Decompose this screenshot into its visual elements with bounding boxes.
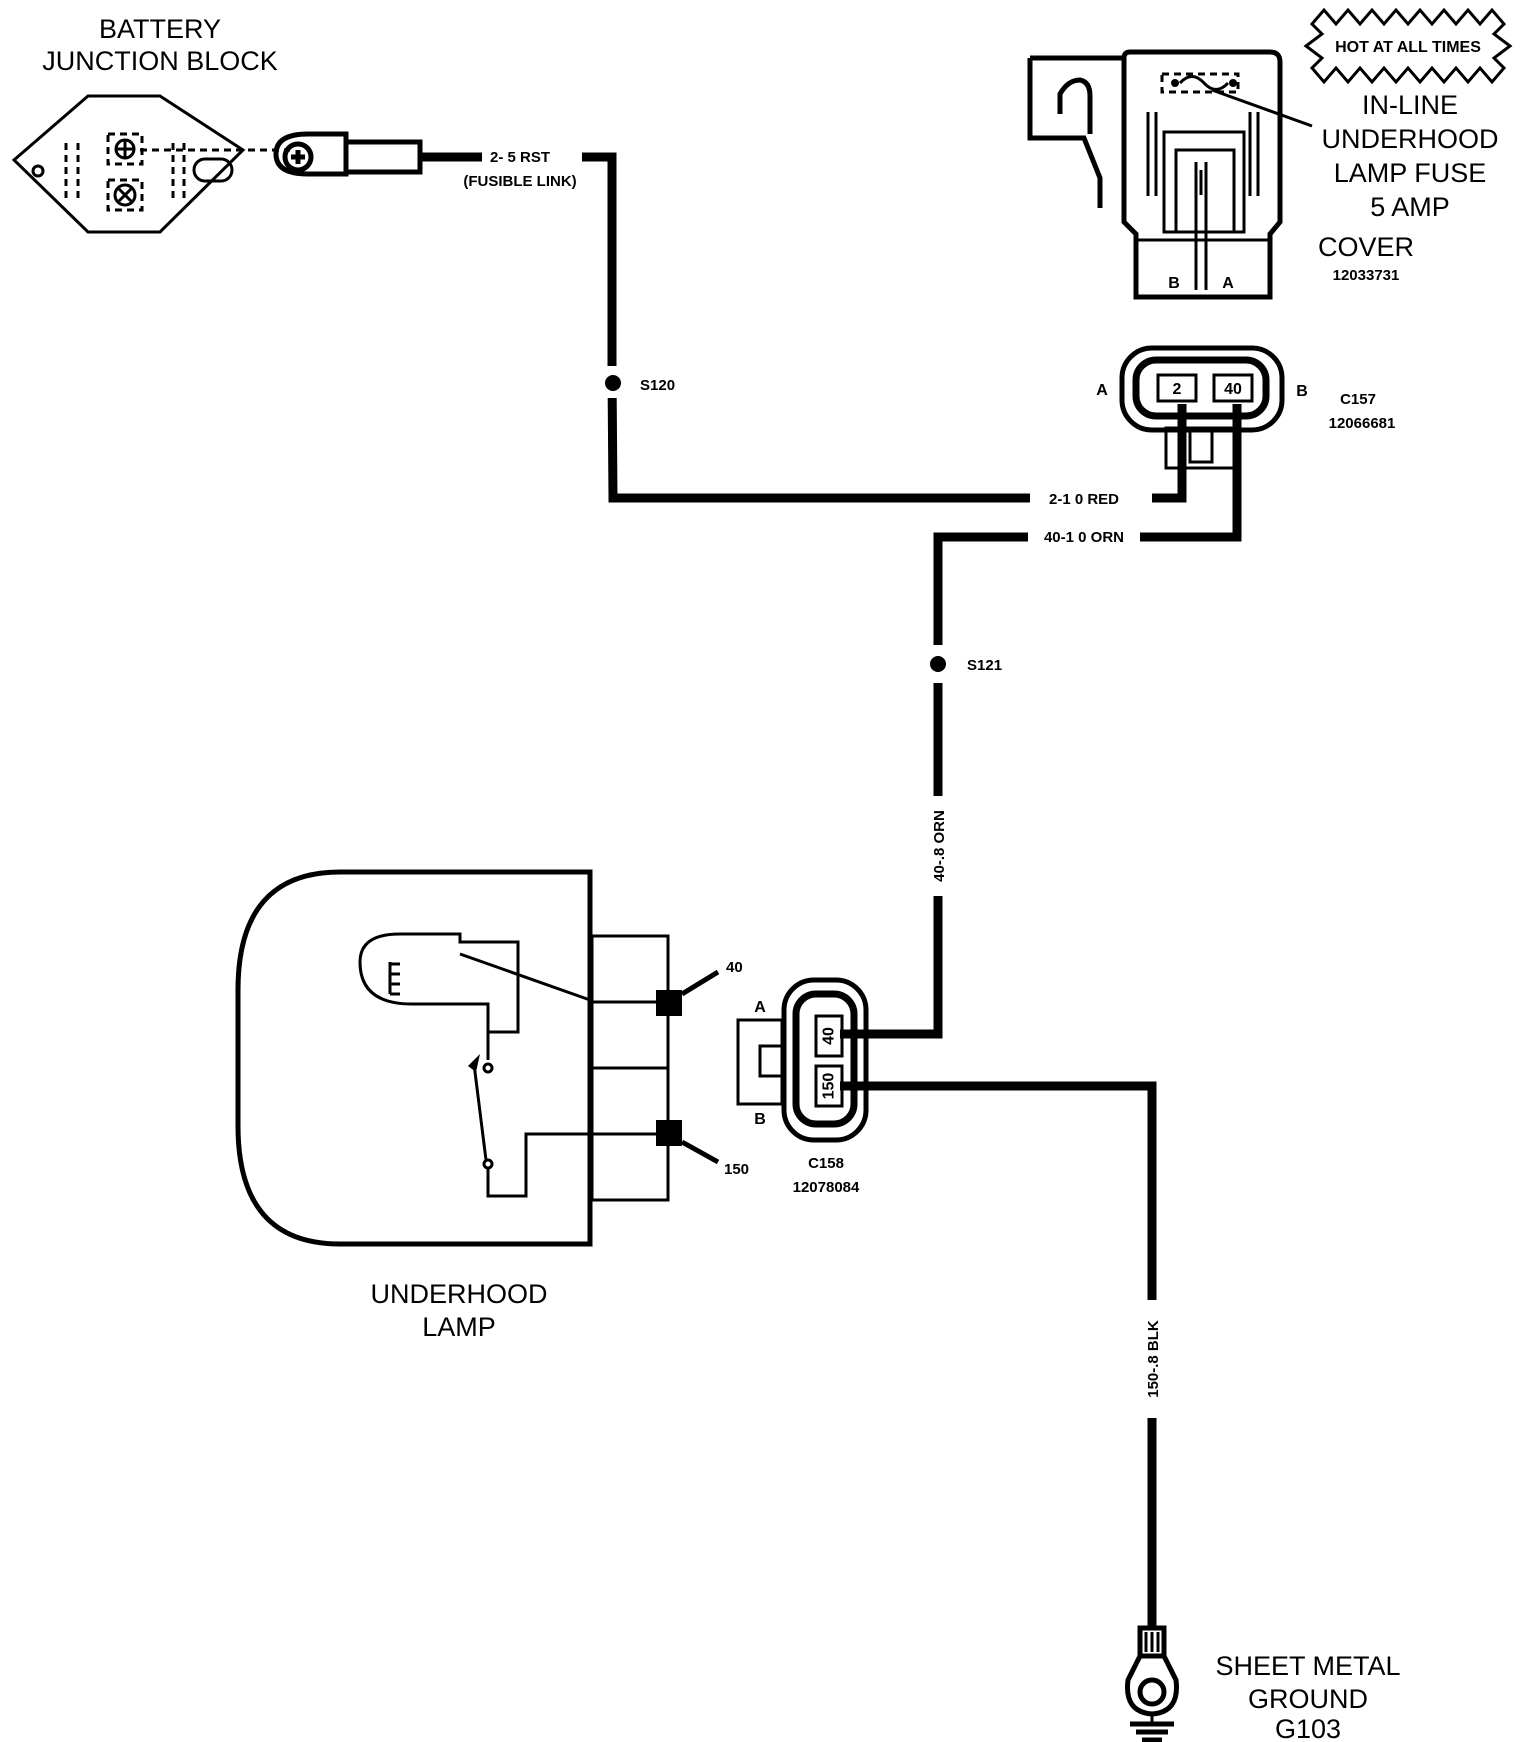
underhood-lamp-label-line2: LAMP [422, 1312, 496, 1342]
c158-side-a: A [754, 999, 766, 1016]
fuse-pin-b-label: B [1168, 275, 1180, 292]
orn-vertical-wire-label: 40-.8 ORN [931, 810, 948, 882]
hot-at-all-times-text: HOT AT ALL TIMES [1335, 39, 1481, 56]
fuse-label-line3: LAMP FUSE [1334, 158, 1487, 188]
c157-name: C157 [1340, 391, 1376, 408]
orn-top-wire-label: 40-1 0 ORN [1044, 529, 1124, 546]
c158-cavity-150: 150 [821, 1073, 838, 1100]
cover-part-number: 12033731 [1333, 267, 1400, 284]
c157-connector [1119, 345, 1285, 470]
lamp-terminal-150: 150 [724, 1161, 749, 1178]
red-wire-label: 2-1 0 RED [1049, 491, 1119, 508]
fuse-label-line4: 5 AMP [1370, 192, 1450, 222]
ground-label-line2: GROUND [1248, 1684, 1368, 1714]
fuse-label-line2: UNDERHOOD [1321, 124, 1498, 154]
battery-junction-block-label-line2: JUNCTION BLOCK [42, 46, 278, 76]
fuse-leader-line [1211, 88, 1313, 128]
fuse-holder [1027, 49, 1283, 300]
battery-junction-block-label-line1: BATTERY [99, 14, 221, 44]
ground-g103-terminal [1125, 1625, 1179, 1742]
c157-cavity-2: 2 [1173, 381, 1182, 398]
lamp-terminal-40: 40 [726, 959, 743, 976]
ground-label-line3: G103 [1275, 1714, 1341, 1742]
battery-junction-block [11, 94, 290, 234]
c158-cavity-150-box [814, 1064, 844, 1108]
blk-150-wire [840, 1081, 1157, 1628]
splice-s120-label: S120 [640, 377, 675, 394]
blk-wire-label: 150-.8 BLK [1145, 1320, 1162, 1398]
c158-name: C158 [808, 1155, 844, 1172]
c158-side-b: B [754, 1111, 766, 1128]
splice-s120-dot [605, 375, 621, 391]
c157-side-a: A [1096, 382, 1108, 399]
c157-cavity-40-box [1212, 373, 1254, 403]
fusible-link-wire-label: 2- 5 RST [490, 149, 550, 166]
c158-part-number: 12078084 [793, 1179, 860, 1196]
fuse-label-line1: IN-LINE [1362, 90, 1458, 120]
fusible-link-wire [420, 152, 1187, 503]
splice-s121-label: S121 [967, 657, 1002, 674]
c158-connector [736, 977, 869, 1143]
fuse-pin-a-label: A [1222, 275, 1234, 292]
c157-side-b: B [1296, 383, 1308, 400]
hot-at-all-times-banner [1303, 7, 1513, 85]
c158-cavity-40-box [814, 1014, 844, 1058]
c157-cavity-40: 40 [1224, 381, 1242, 398]
underhood-lamp [235, 869, 720, 1247]
c157-part-number: 12066681 [1329, 415, 1396, 432]
ground-label-line1: SHEET METAL [1215, 1651, 1400, 1681]
orn-40-wire [840, 404, 1242, 1039]
battery-ring-terminal [273, 131, 423, 177]
fusible-link-note: (FUSIBLE LINK) [463, 173, 576, 190]
splice-s121-dot [930, 656, 946, 672]
cover-label: COVER [1318, 232, 1414, 262]
c158-cavity-40: 40 [821, 1027, 838, 1045]
c157-cavity-2-box [1156, 373, 1198, 403]
underhood-lamp-label-line1: UNDERHOOD [370, 1279, 547, 1309]
